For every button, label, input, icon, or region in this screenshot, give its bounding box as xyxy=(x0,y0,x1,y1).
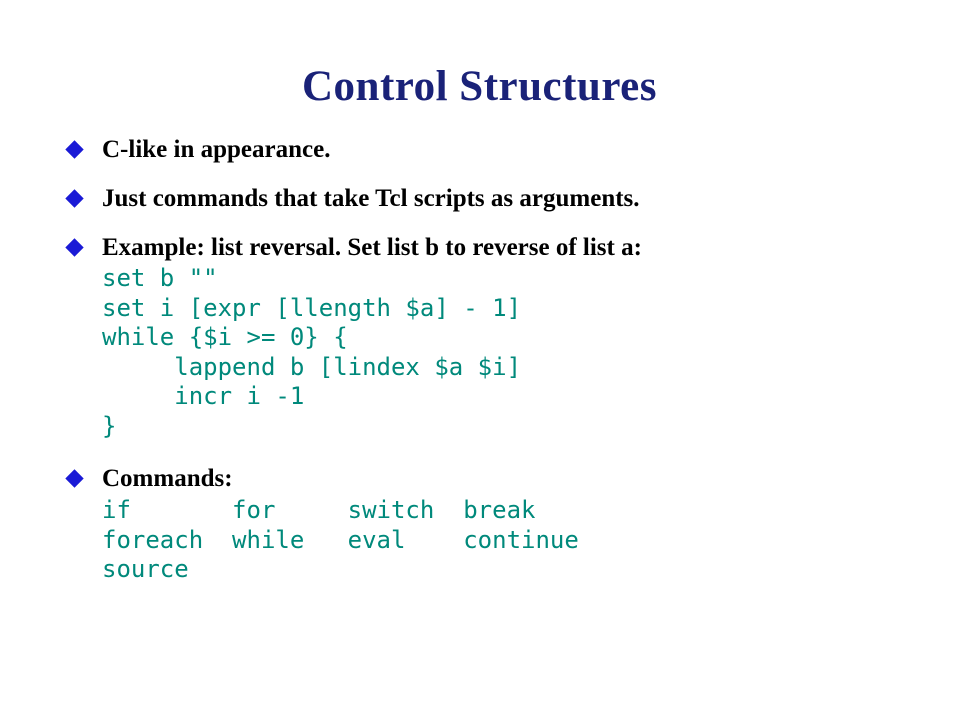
page-title: Control Structures xyxy=(302,63,657,110)
list-item: C-like in appearance. xyxy=(62,134,922,165)
diamond-bullet-icon xyxy=(65,140,84,159)
diamond-bullet-icon xyxy=(65,238,84,257)
list-item: Just commands that take Tcl scripts as a… xyxy=(62,183,922,214)
list-item-label: Example: list reversal. Set list b to re… xyxy=(102,234,642,261)
diamond-bullet-icon xyxy=(65,469,84,488)
commands-code-block: if for switch break foreach while eval c… xyxy=(102,496,579,583)
list-item: Commands: xyxy=(62,463,922,494)
diamond-bullet-icon xyxy=(65,189,84,208)
list-item-label: Just commands that take Tcl scripts as a… xyxy=(102,185,640,212)
example-code-block: set b "" set i [expr [llength $a] - 1] w… xyxy=(102,264,522,440)
list-item-label: C-like in appearance. xyxy=(102,136,331,163)
spacer xyxy=(62,441,922,463)
slide-body: C-like in appearance. Just commands that… xyxy=(62,134,922,585)
list-item: Example: list reversal. Set list b to re… xyxy=(62,232,922,263)
list-item-label: Commands: xyxy=(102,465,233,492)
